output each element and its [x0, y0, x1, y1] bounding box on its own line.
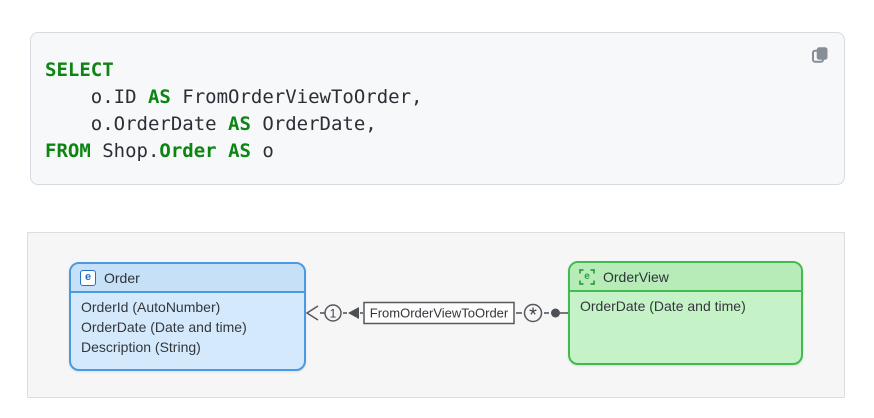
code-text: o	[250, 140, 274, 162]
er-diagram-panel: e Order OrderId (AutoNumber) OrderDate (…	[27, 232, 845, 398]
sql-keyword: Order	[159, 140, 217, 162]
entity-view-icon: e	[579, 268, 595, 285]
entity-orderview-fields: OrderDate (Date and time)	[570, 292, 801, 316]
entity-field: OrderDate (Date and time)	[580, 298, 746, 314]
cardinality-one-circle	[324, 304, 342, 322]
code-line-3: o.OrderDate AS OrderDate,	[45, 111, 828, 138]
code-line-2: o.ID AS FromOrderViewToOrder,	[45, 84, 828, 111]
sql-keyword: AS	[147, 86, 171, 108]
entity-orderview-title: OrderView	[603, 268, 669, 285]
cardinality-many-label: *	[529, 305, 537, 327]
entity-order-title: Order	[104, 269, 140, 286]
copy-icon	[810, 45, 830, 65]
entity-icon: e	[80, 269, 96, 286]
sql-code: SELECT o.ID AS FromOrderViewToOrder, o.O…	[31, 33, 844, 165]
entity-order-fields: OrderId (AutoNumber) OrderDate (Date and…	[71, 293, 304, 357]
code-line-4: FROM Shop.Order AS o	[45, 138, 828, 165]
entity-orderview-header: e OrderView	[570, 263, 801, 292]
relationship-label: FromOrderViewToOrder	[370, 306, 509, 321]
arrow-triangle-icon	[348, 307, 359, 319]
entity-order-header: e Order	[71, 264, 304, 293]
crows-foot-icon	[306, 305, 319, 321]
sql-keyword: FROM	[45, 140, 91, 162]
cardinality-one-label: 1	[330, 307, 337, 321]
entity-order: e Order OrderId (AutoNumber) OrderDate (…	[69, 262, 306, 371]
sql-code-block: SELECT o.ID AS FromOrderViewToOrder, o.O…	[30, 32, 845, 185]
relationship-connector: 1 FromOrderViewToOrder *	[306, 301, 568, 327]
entity-field: OrderDate (Date and time)	[81, 319, 247, 335]
bullet-end-icon	[551, 308, 560, 318]
entity-orderview: e OrderView OrderDate (Date and time)	[568, 261, 803, 365]
entity-field: OrderId (AutoNumber)	[81, 299, 221, 315]
sql-keyword: AS	[228, 140, 251, 162]
sql-keyword: AS	[228, 113, 251, 135]
cardinality-many-circle	[523, 303, 543, 323]
sql-keyword: SELECT	[45, 59, 114, 81]
code-text: FromOrderViewToOrder,	[170, 86, 423, 108]
code-text: OrderDate,	[250, 113, 377, 135]
code-text	[217, 140, 228, 162]
relationship-label-box	[363, 301, 515, 325]
code-text: Shop.	[90, 140, 160, 162]
entity-view-icon-letter: e	[584, 270, 590, 282]
code-text: o.ID	[45, 86, 148, 108]
code-text: o.OrderDate	[45, 113, 229, 135]
code-line-1: SELECT	[45, 57, 828, 84]
copy-code-button[interactable]	[806, 41, 834, 69]
entity-field: Description (String)	[81, 339, 201, 355]
